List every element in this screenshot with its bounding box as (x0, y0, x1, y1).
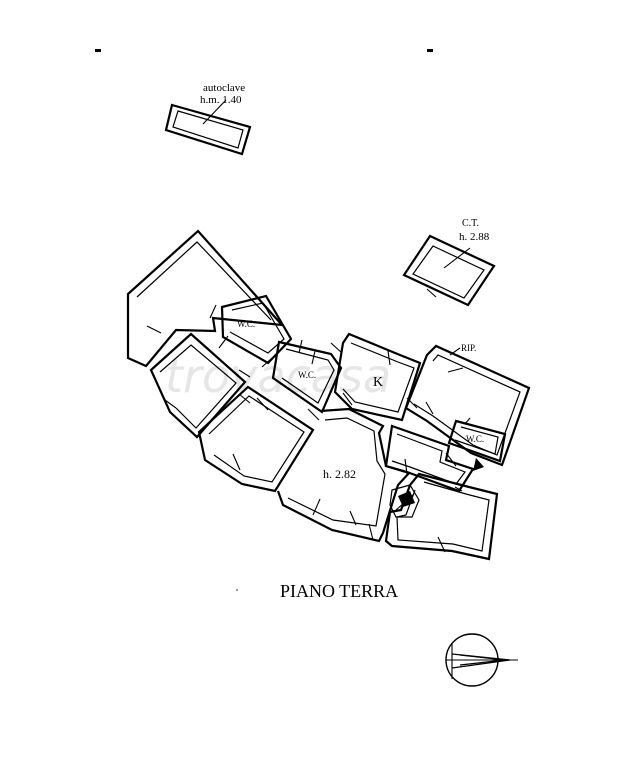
wc-label-1: W.C. (237, 319, 255, 329)
north-arrow-icon (445, 633, 518, 687)
door-marks (146, 304, 471, 553)
autoclave-label: autoclave (203, 82, 245, 94)
corner-mark-right (427, 49, 433, 52)
main-height-label: h. 2.82 (323, 467, 356, 481)
wc-label-2: W.C. (298, 370, 316, 380)
stair-symbol-icon (395, 491, 415, 511)
ct-height-label: h. 2.88 (459, 231, 490, 243)
kitchen-label: K (373, 375, 383, 390)
autoclave-height-label: h.m. 1.40 (200, 94, 242, 106)
small-dot (236, 589, 238, 591)
autoclave-room (164, 99, 252, 156)
ct-room (402, 234, 496, 307)
ct-label: C.T. (462, 218, 479, 229)
house-walls (126, 229, 531, 561)
corner-mark-left (95, 49, 101, 52)
wc-label-3: W.C. (466, 434, 484, 444)
watermark: trovacasa (165, 349, 391, 403)
rip-label: RIP. (461, 343, 476, 353)
floor-title: PIANO TERRA (280, 581, 398, 601)
entrance-arrow-icon (473, 458, 484, 471)
